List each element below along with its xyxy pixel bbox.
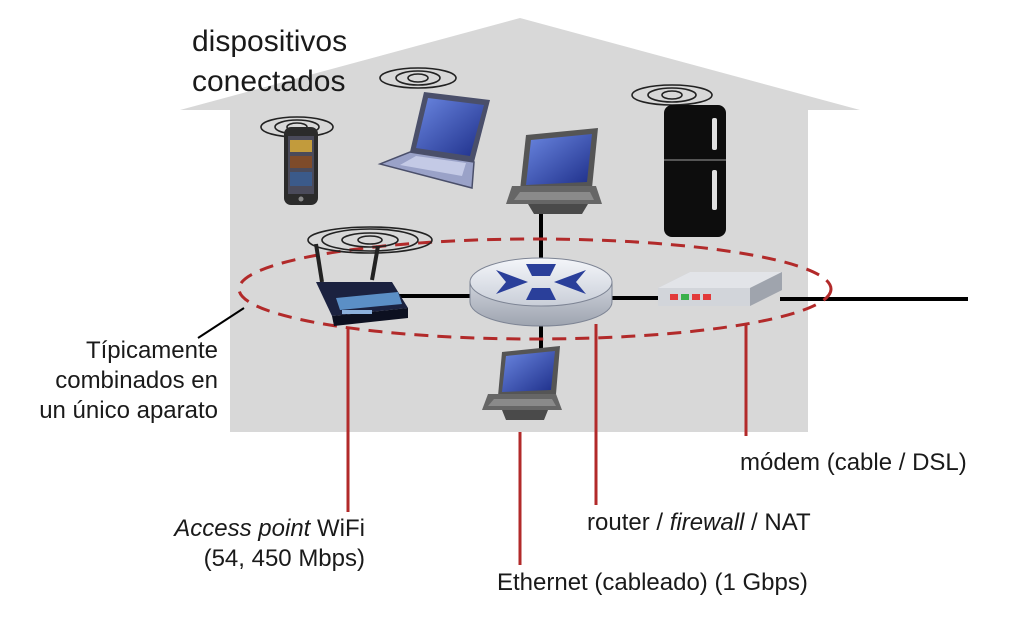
router-label-pre: router / bbox=[587, 509, 670, 536]
combined-note-line3: un único aparato bbox=[39, 397, 218, 424]
combined-device-ring bbox=[237, 237, 833, 341]
access-point-rest: WiFi bbox=[310, 515, 365, 542]
router-label-post: / NAT bbox=[744, 509, 811, 536]
access-point-label-line2: (54, 450 Mbps) bbox=[203, 545, 365, 572]
house-title-line1: dispositivos bbox=[192, 25, 348, 58]
access-point-italic: Access point bbox=[174, 515, 311, 542]
combined-note: Típicamente combinados en un único apara… bbox=[10, 336, 218, 426]
router-icon bbox=[469, 257, 613, 327]
wifi-router-icon bbox=[314, 243, 408, 326]
modem-label: módem (cable / DSL) bbox=[740, 449, 967, 476]
router-label: router / firewall / NAT bbox=[587, 508, 811, 538]
smartphone-icon bbox=[284, 127, 318, 205]
note-leader-line bbox=[197, 307, 245, 339]
fridge-icon bbox=[664, 105, 726, 237]
access-point-label-line1: Access point WiFi bbox=[100, 514, 365, 544]
router-label-italic: firewall bbox=[669, 509, 745, 536]
callout-lines bbox=[346, 323, 748, 565]
ethernet-label: Ethernet (cableado) (1 Gbps) bbox=[497, 569, 808, 596]
house-title: dispositivos conectados bbox=[192, 22, 347, 102]
combined-note-line2: combinados en bbox=[55, 367, 218, 394]
combined-note-line1: Típicamente bbox=[85, 337, 218, 364]
desktop-lower-icon bbox=[482, 346, 562, 420]
laptop-icon bbox=[377, 92, 490, 189]
desktop-icon bbox=[506, 128, 602, 214]
access-point-label: Access point WiFi (54, 450 Mbps) bbox=[100, 514, 365, 574]
modem-icon bbox=[658, 272, 782, 306]
house-title-line2: conectados bbox=[192, 65, 346, 98]
